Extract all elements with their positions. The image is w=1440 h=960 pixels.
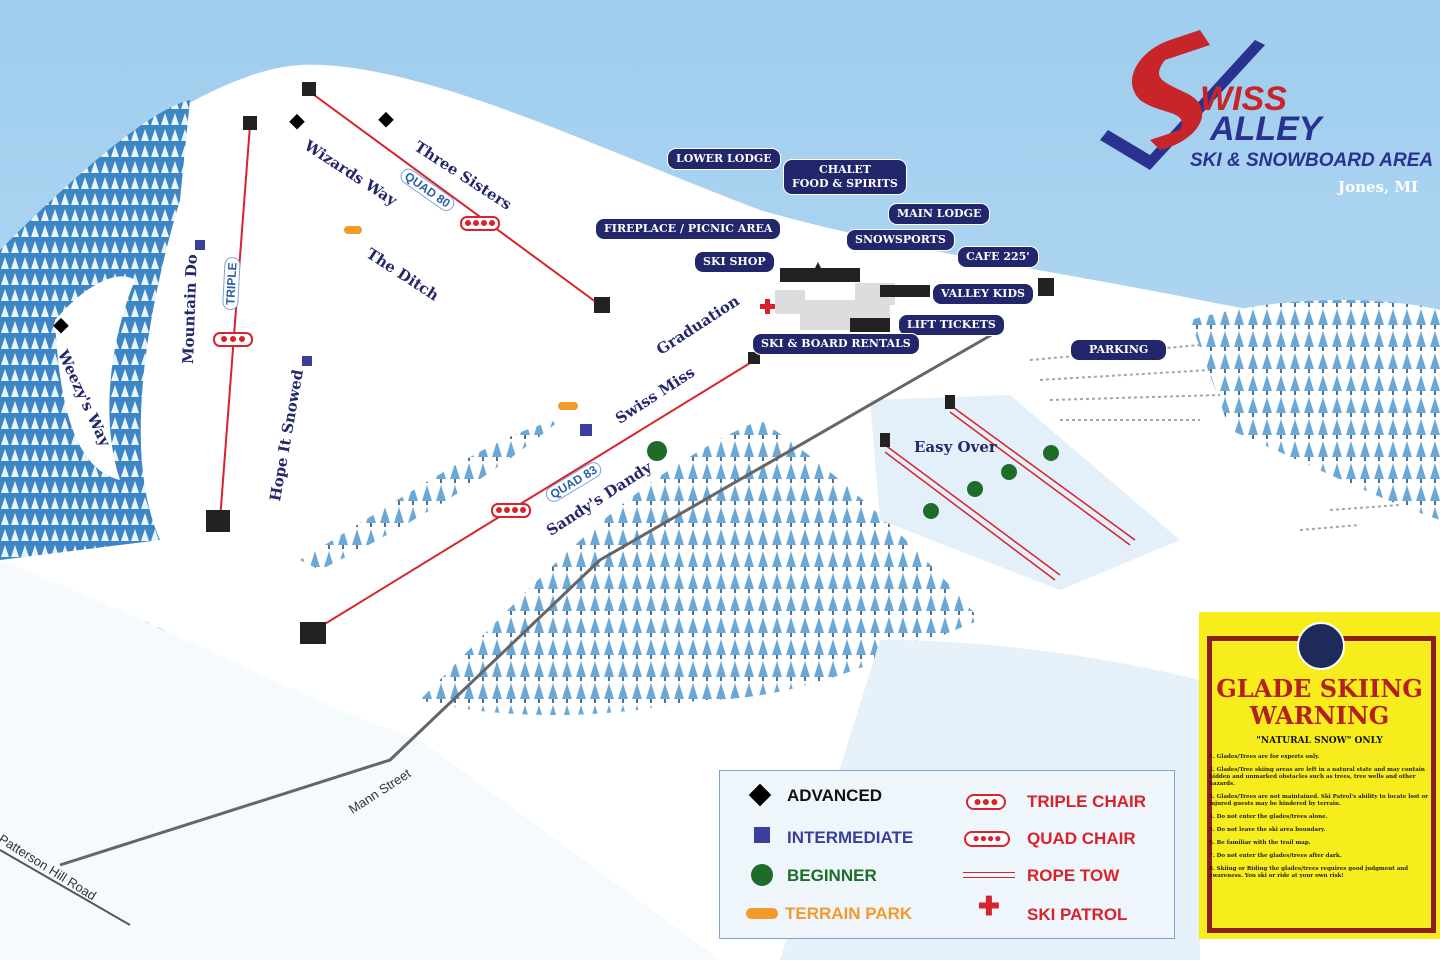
ski-patrol-icon: ✚ bbox=[978, 891, 1000, 921]
warning-rule: 7. Do not enter the glades/trees after d… bbox=[1209, 853, 1342, 859]
label-ski-shop[interactable]: SKI SHOP bbox=[694, 251, 775, 273]
intermediate-icon bbox=[754, 827, 770, 843]
advanced-icon bbox=[748, 783, 772, 807]
logo-location: Jones, MI bbox=[1338, 178, 1419, 196]
label-rentals[interactable]: SKI & BOARD RENTALS bbox=[752, 333, 920, 355]
terrain-park-icon bbox=[746, 908, 778, 919]
legend-beginner: BEGINNER bbox=[787, 866, 877, 885]
warning-rule: 2. Glades/Tree skiing areas are left in … bbox=[1209, 767, 1425, 787]
lift-lines bbox=[219, 91, 1136, 631]
logo-subtitle: SKI & SNOWBOARD AREA bbox=[1190, 150, 1434, 171]
warning-rule: 4. Do not enter the glades/trees alone. bbox=[1209, 814, 1328, 820]
warning-badge-icon bbox=[1297, 622, 1345, 670]
logo-mark bbox=[1100, 30, 1265, 170]
chalet-title: CHALET bbox=[818, 163, 871, 176]
legend-ski-patrol: SKI PATROL bbox=[1027, 905, 1128, 924]
warning-rule: 1. Glades/Trees are for experts only. bbox=[1209, 754, 1320, 760]
legend-triple-chair: TRIPLE CHAIR bbox=[1027, 792, 1146, 811]
warning-rule: 3. Glades/Trees are not maintained. Ski … bbox=[1209, 794, 1429, 807]
trail-mountain-do[interactable]: Mountain Do bbox=[179, 253, 201, 365]
label-lower-lodge[interactable]: LOWER LODGE bbox=[667, 148, 781, 170]
legend-intermediate: INTERMEDIATE bbox=[787, 828, 914, 847]
label-valley-kids[interactable]: VALLEY KIDS bbox=[932, 283, 1034, 305]
legend: ADVANCED INTERMEDIATE BEGINNER TERRAIN P… bbox=[719, 770, 1175, 939]
quad-chair-icon: ●●●● bbox=[964, 831, 1010, 847]
rope-tow-icon bbox=[963, 872, 1015, 878]
label-fireplace[interactable]: FIREPLACE / PICNIC AREA bbox=[595, 218, 782, 240]
legend-rope-tow: ROPE TOW bbox=[1027, 866, 1120, 885]
legend-terrain-park: TERRAIN PARK bbox=[785, 904, 913, 923]
label-snowsports[interactable]: SNOWSPORTS bbox=[846, 229, 955, 251]
lift-triple[interactable]: TRIPLE bbox=[222, 256, 241, 311]
warning-title-2: WARNING bbox=[1249, 701, 1390, 730]
warning-rule: 6. Be familiar with the trail map. bbox=[1209, 840, 1311, 846]
trail-easy-over[interactable]: Easy Over bbox=[914, 438, 997, 456]
beginner-icon bbox=[751, 864, 773, 886]
warning-rule: 8. Skiing or Riding the glades/trees req… bbox=[1209, 866, 1409, 879]
chalet-subtitle: FOOD & SPIRITS bbox=[792, 177, 898, 190]
triple-chair-icon: ●●● bbox=[966, 794, 1006, 810]
warning-subtitle: "NATURAL SNOW" ONLY bbox=[1256, 736, 1383, 746]
legend-quad-chair: QUAD CHAIR bbox=[1027, 829, 1136, 848]
label-main-lodge[interactable]: MAIN LODGE bbox=[888, 203, 991, 225]
logo-alley: ALLEY bbox=[1210, 110, 1322, 148]
warning-rules: 1. Glades/Trees are for experts only. 2.… bbox=[1209, 754, 1432, 886]
legend-advanced: ADVANCED bbox=[787, 786, 883, 805]
label-parking[interactable]: PARKING bbox=[1070, 339, 1168, 361]
warning-title-1: GLADE SKIING bbox=[1216, 674, 1423, 703]
logo-wiss: WISS bbox=[1200, 80, 1287, 118]
label-cafe[interactable]: CAFE 225' bbox=[957, 246, 1039, 268]
warning-rule: 5. Do not leave the ski area boundary. bbox=[1209, 827, 1326, 833]
label-lift-tickets[interactable]: LIFT TICKETS bbox=[898, 314, 1005, 336]
glade-skiing-warning: GLADE SKIING WARNING "NATURAL SNOW" ONLY… bbox=[1199, 612, 1440, 939]
